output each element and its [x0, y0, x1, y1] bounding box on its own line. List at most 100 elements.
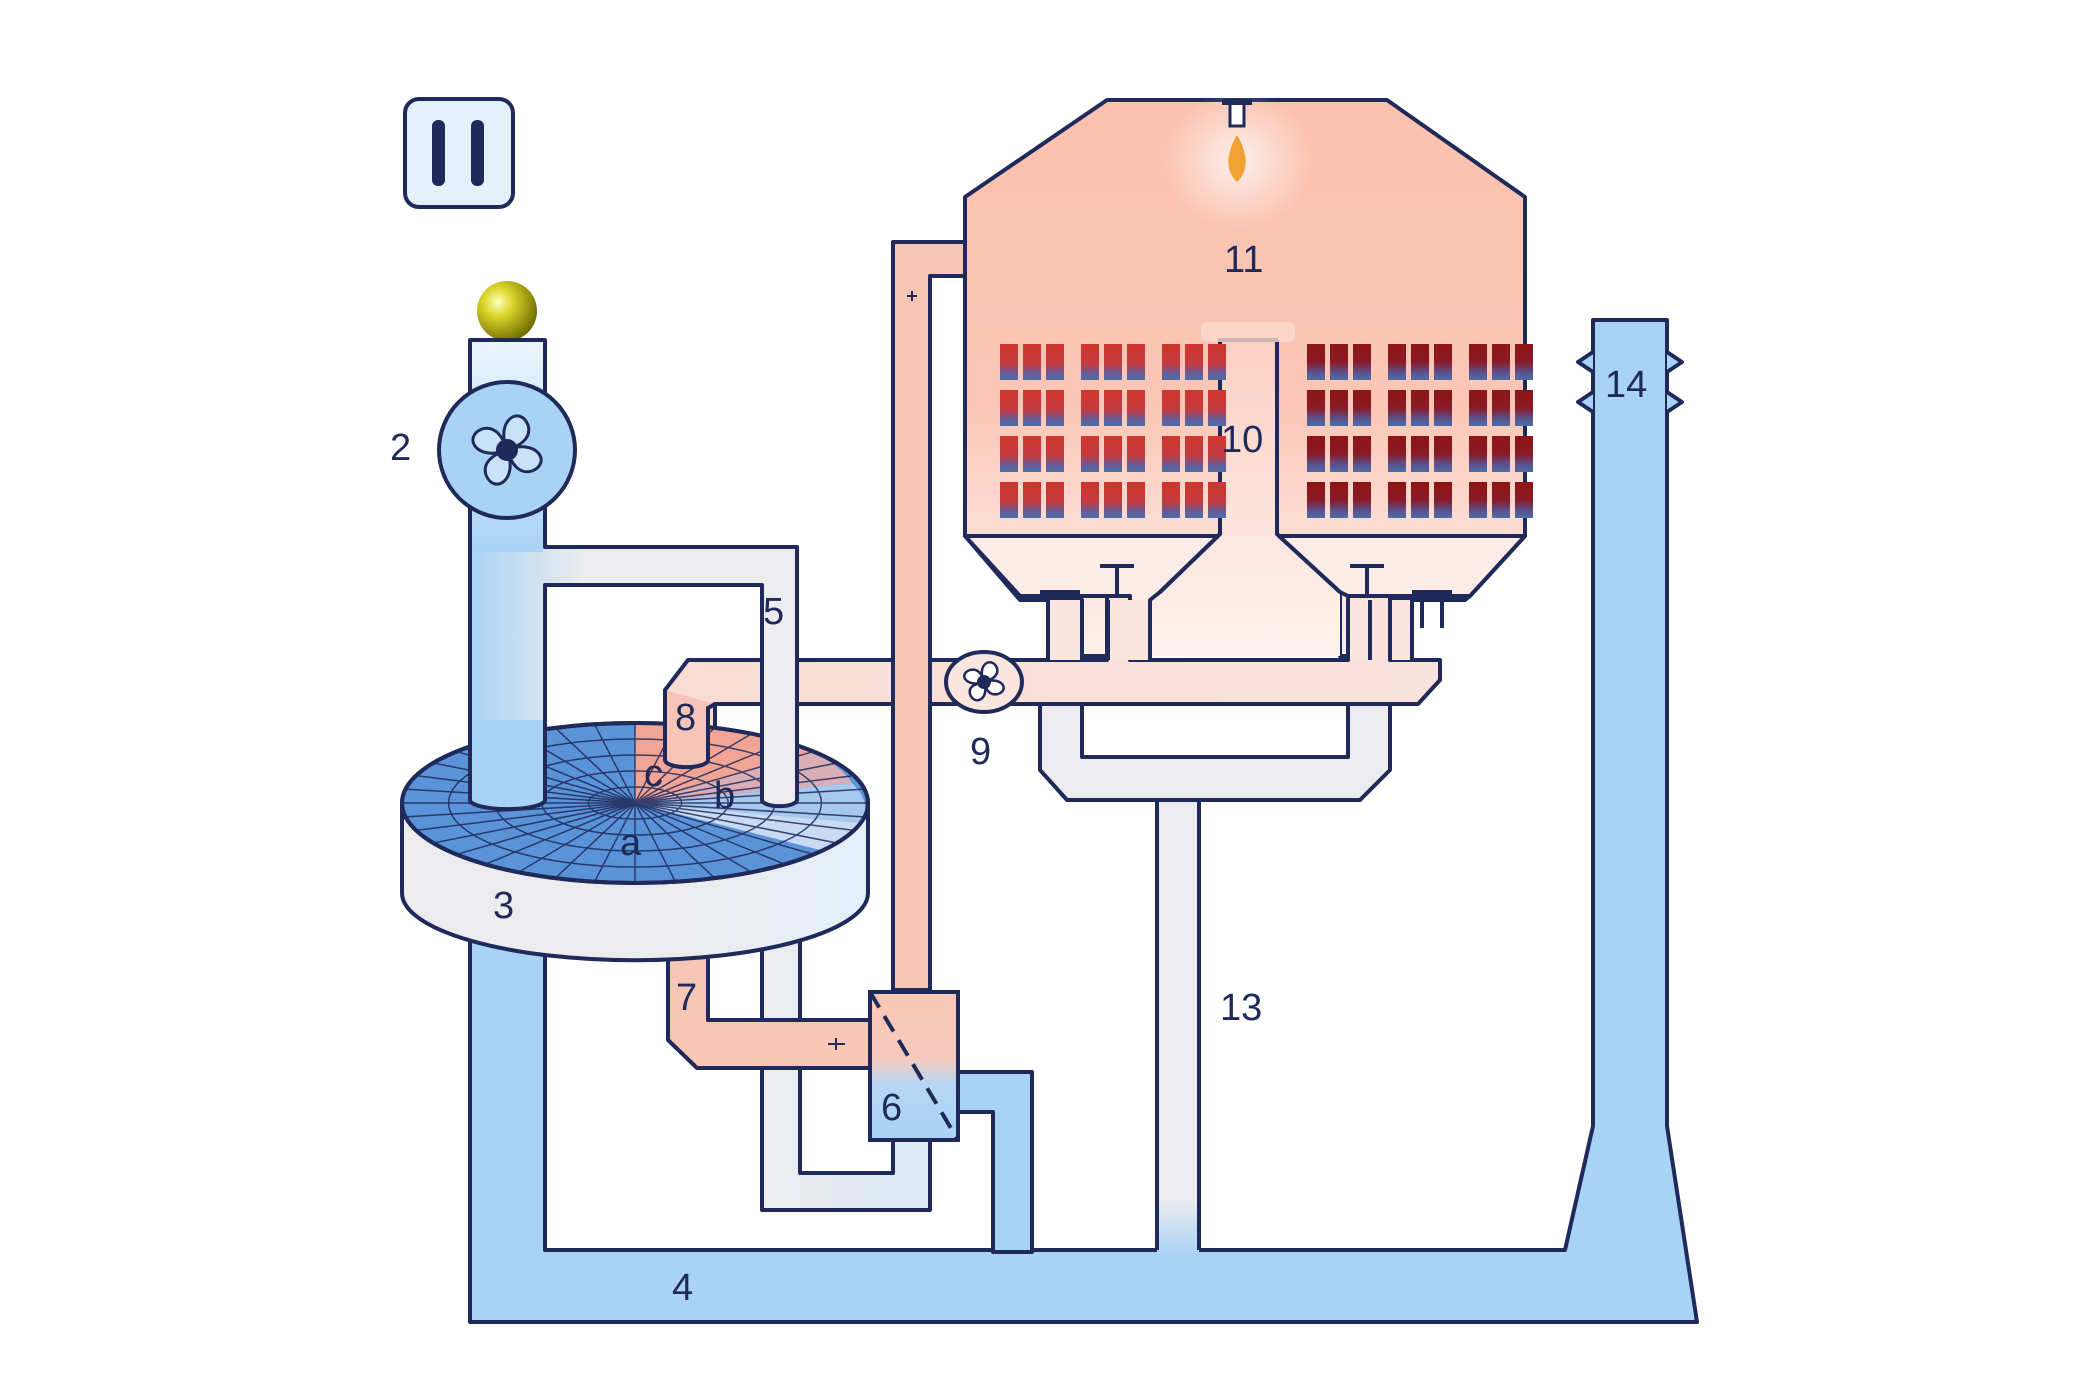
- media-block: [1081, 436, 1099, 472]
- label-8: 8: [675, 697, 696, 739]
- media-block: [1023, 482, 1041, 518]
- media-block: [1046, 344, 1064, 380]
- media-block: [1208, 482, 1226, 518]
- media-block: [1185, 390, 1203, 426]
- media-block: [1104, 344, 1122, 380]
- label-11: 11: [1224, 239, 1263, 281]
- media-block: [1208, 436, 1226, 472]
- media-block: [1411, 390, 1429, 426]
- label-10: 10: [1221, 419, 1263, 461]
- media-block: [1000, 482, 1018, 518]
- media-block: [1411, 482, 1429, 518]
- media-block: [1307, 436, 1325, 472]
- label-5: 5: [763, 591, 784, 633]
- media-block: [1162, 344, 1180, 380]
- label-9: 9: [970, 731, 991, 773]
- media-block: [1046, 482, 1064, 518]
- media-block: [1515, 390, 1533, 426]
- media-block: [1515, 482, 1533, 518]
- media-block: [1434, 482, 1452, 518]
- media-block: [1388, 344, 1406, 380]
- media-block: [1492, 436, 1510, 472]
- label-4: 4: [672, 1267, 693, 1309]
- media-block: [1434, 390, 1452, 426]
- label-3: 3: [493, 885, 514, 927]
- media-block: [1411, 436, 1429, 472]
- media-block: [1127, 436, 1145, 472]
- media-block: [1388, 436, 1406, 472]
- pause-button[interactable]: [403, 97, 515, 209]
- warm-riser: [891, 240, 970, 992]
- media-block: [1162, 390, 1180, 426]
- media-block: [1307, 344, 1325, 380]
- media-block: [1469, 482, 1487, 518]
- media-block: [1469, 436, 1487, 472]
- rotary-wheel-3: [400, 721, 870, 963]
- media-block: [1492, 482, 1510, 518]
- media-block: [1081, 344, 1099, 380]
- media-block: [1469, 390, 1487, 426]
- media-block: [1023, 344, 1041, 380]
- media-block: [1081, 482, 1099, 518]
- label-a: a: [620, 822, 642, 864]
- media-block: [1162, 482, 1180, 518]
- pause-icon: [432, 120, 484, 186]
- center-duct-10: [1150, 340, 1340, 656]
- media-block: [1434, 344, 1452, 380]
- ceramic-media-right: [1307, 344, 1533, 518]
- media-block: [1000, 436, 1018, 472]
- media-block: [1104, 436, 1122, 472]
- blue-outlet-from-6: [953, 1070, 1034, 1254]
- media-block: [1469, 344, 1487, 380]
- media-block: [1330, 344, 1348, 380]
- media-block: [1307, 482, 1325, 518]
- label-14: 14: [1605, 364, 1647, 406]
- stack-ring-icon: [1576, 350, 1684, 414]
- media-block: [1434, 436, 1452, 472]
- media-block: [1000, 390, 1018, 426]
- media-block: [1127, 482, 1145, 518]
- media-block: [1492, 390, 1510, 426]
- media-block: [1353, 344, 1371, 380]
- media-block: [1515, 436, 1533, 472]
- media-block: [1162, 436, 1180, 472]
- media-block: [1492, 344, 1510, 380]
- media-block: [1388, 390, 1406, 426]
- burner-icon: [1222, 98, 1252, 182]
- ceramic-media-left: [1000, 344, 1226, 518]
- label-2: 2: [390, 427, 411, 469]
- media-block: [1330, 482, 1348, 518]
- media-block: [1023, 390, 1041, 426]
- label-b: b: [714, 775, 735, 817]
- media-block: [1208, 390, 1226, 426]
- inlet-fan-2: [437, 380, 577, 520]
- media-block: [1411, 344, 1429, 380]
- media-block: [1185, 344, 1203, 380]
- media-block: [1000, 344, 1018, 380]
- media-block: [1104, 390, 1122, 426]
- media-block: [1127, 390, 1145, 426]
- label-c: c: [644, 753, 663, 795]
- label-7: 7: [676, 977, 697, 1019]
- media-block: [1023, 436, 1041, 472]
- media-block: [1046, 436, 1064, 472]
- label-13: 13: [1220, 987, 1262, 1029]
- bypass-duct-13: [1157, 795, 1199, 1255]
- status-light-icon: [477, 281, 537, 341]
- media-block: [1353, 436, 1371, 472]
- media-block: [1388, 482, 1406, 518]
- media-block: [1515, 344, 1533, 380]
- media-block: [1127, 344, 1145, 380]
- label-6: 6: [881, 1087, 902, 1129]
- media-block: [1185, 436, 1203, 472]
- media-block: [1185, 482, 1203, 518]
- media-block: [1081, 390, 1099, 426]
- media-block: [1104, 482, 1122, 518]
- circulation-fan-9: [944, 650, 1024, 714]
- media-block: [1353, 390, 1371, 426]
- media-block: [1353, 482, 1371, 518]
- media-block: [1046, 390, 1064, 426]
- media-block: [1330, 390, 1348, 426]
- media-block: [1208, 344, 1226, 380]
